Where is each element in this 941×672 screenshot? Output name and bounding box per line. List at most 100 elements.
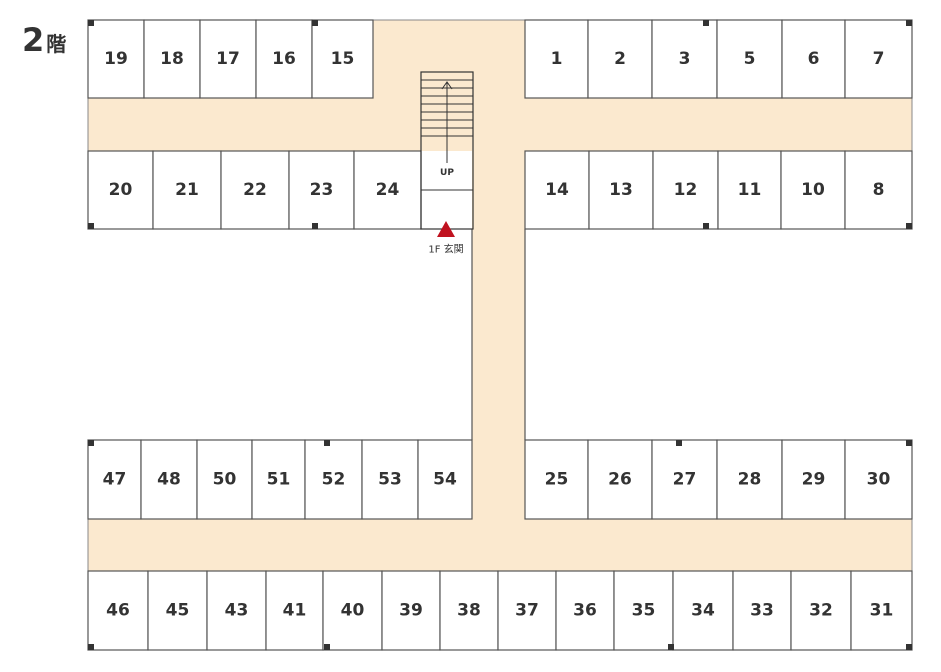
- unit-box[interactable]: [87, 570, 149, 651]
- storage-unit-6[interactable]: 6: [781, 19, 846, 99]
- storage-unit-15[interactable]: 15: [311, 19, 374, 99]
- unit-box[interactable]: [588, 150, 654, 230]
- unit-box[interactable]: [651, 19, 718, 99]
- unit-number: 46: [106, 601, 130, 621]
- storage-unit-19[interactable]: 19: [87, 19, 145, 99]
- storage-unit-24[interactable]: 24: [353, 150, 422, 230]
- unit-box[interactable]: [717, 150, 782, 230]
- storage-unit-31[interactable]: 31: [850, 570, 913, 651]
- storage-unit-29[interactable]: 29: [781, 439, 846, 520]
- storage-unit-5[interactable]: 5: [716, 19, 783, 99]
- unit-box[interactable]: [524, 150, 590, 230]
- unit-box[interactable]: [265, 570, 324, 651]
- unit-box[interactable]: [417, 439, 473, 520]
- storage-unit-41[interactable]: 41: [265, 570, 324, 651]
- storage-unit-10[interactable]: 10: [780, 150, 846, 230]
- unit-box[interactable]: [353, 150, 422, 230]
- unit-box[interactable]: [716, 439, 783, 520]
- storage-unit-48[interactable]: 48: [140, 439, 198, 520]
- storage-unit-43[interactable]: 43: [206, 570, 267, 651]
- unit-box[interactable]: [87, 19, 145, 99]
- storage-unit-51[interactable]: 51: [251, 439, 306, 520]
- unit-box[interactable]: [439, 570, 499, 651]
- storage-unit-25[interactable]: 25: [524, 439, 589, 520]
- storage-unit-1[interactable]: 1: [524, 19, 589, 99]
- storage-unit-36[interactable]: 36: [555, 570, 615, 651]
- storage-unit-22[interactable]: 22: [220, 150, 290, 230]
- unit-box[interactable]: [304, 439, 363, 520]
- unit-box[interactable]: [152, 150, 222, 230]
- unit-box[interactable]: [613, 570, 674, 651]
- storage-unit-32[interactable]: 32: [790, 570, 852, 651]
- storage-unit-16[interactable]: 16: [255, 19, 313, 99]
- unit-box[interactable]: [844, 19, 913, 99]
- unit-box[interactable]: [524, 439, 589, 520]
- storage-unit-45[interactable]: 45: [147, 570, 208, 651]
- storage-unit-17[interactable]: 17: [199, 19, 257, 99]
- storage-unit-39[interactable]: 39: [381, 570, 441, 651]
- unit-box[interactable]: [255, 19, 313, 99]
- storage-unit-27[interactable]: 27: [651, 439, 718, 520]
- unit-box[interactable]: [524, 19, 589, 99]
- unit-box[interactable]: [587, 19, 653, 99]
- unit-box[interactable]: [251, 439, 306, 520]
- entrance-marker-icon: [437, 221, 455, 237]
- unit-box[interactable]: [196, 439, 253, 520]
- unit-number: 20: [109, 180, 133, 200]
- storage-unit-50[interactable]: 50: [196, 439, 253, 520]
- storage-unit-53[interactable]: 53: [361, 439, 419, 520]
- storage-unit-13[interactable]: 13: [588, 150, 654, 230]
- unit-box[interactable]: [844, 150, 913, 230]
- storage-unit-28[interactable]: 28: [716, 439, 783, 520]
- storage-unit-46[interactable]: 46: [87, 570, 149, 651]
- unit-box[interactable]: [140, 439, 198, 520]
- storage-unit-7[interactable]: 7: [844, 19, 913, 99]
- storage-unit-12[interactable]: 12: [652, 150, 719, 230]
- storage-unit-20[interactable]: 20: [87, 150, 154, 230]
- unit-box[interactable]: [220, 150, 290, 230]
- storage-unit-11[interactable]: 11: [717, 150, 782, 230]
- unit-box[interactable]: [143, 19, 201, 99]
- storage-unit-38[interactable]: 38: [439, 570, 499, 651]
- storage-unit-52[interactable]: 52: [304, 439, 363, 520]
- unit-box[interactable]: [850, 570, 913, 651]
- unit-number: 41: [283, 601, 307, 621]
- storage-unit-8[interactable]: 8: [844, 150, 913, 230]
- storage-unit-54[interactable]: 54: [417, 439, 473, 520]
- storage-unit-47[interactable]: 47: [87, 439, 142, 520]
- storage-unit-40[interactable]: 40: [322, 570, 383, 651]
- storage-unit-37[interactable]: 37: [497, 570, 557, 651]
- unit-box[interactable]: [781, 439, 846, 520]
- unit-box[interactable]: [716, 19, 783, 99]
- unit-box[interactable]: [652, 150, 719, 230]
- unit-box[interactable]: [555, 570, 615, 651]
- unit-number: 28: [738, 470, 762, 490]
- corridor: [88, 519, 912, 571]
- storage-unit-2[interactable]: 2: [587, 19, 653, 99]
- storage-unit-14[interactable]: 14: [524, 150, 590, 230]
- unit-box[interactable]: [587, 439, 653, 520]
- storage-unit-21[interactable]: 21: [152, 150, 222, 230]
- unit-number: 27: [673, 470, 697, 490]
- unit-number: 13: [609, 180, 633, 200]
- storage-unit-18[interactable]: 18: [143, 19, 201, 99]
- storage-unit-34[interactable]: 34: [672, 570, 734, 651]
- unit-box[interactable]: [732, 570, 792, 651]
- storage-unit-26[interactable]: 26: [587, 439, 653, 520]
- storage-unit-3[interactable]: 3: [651, 19, 718, 99]
- storage-unit-33[interactable]: 33: [732, 570, 792, 651]
- storage-unit-30[interactable]: 30: [844, 439, 913, 520]
- unit-box[interactable]: [672, 570, 734, 651]
- unit-box[interactable]: [288, 150, 355, 230]
- unit-box[interactable]: [361, 439, 419, 520]
- unit-number: 32: [809, 601, 833, 621]
- unit-box[interactable]: [790, 570, 852, 651]
- unit-box[interactable]: [206, 570, 267, 651]
- unit-box[interactable]: [311, 19, 374, 99]
- unit-box[interactable]: [844, 439, 913, 520]
- storage-unit-35[interactable]: 35: [613, 570, 674, 651]
- storage-unit-23[interactable]: 23: [288, 150, 355, 230]
- unit-box[interactable]: [381, 570, 441, 651]
- unit-box[interactable]: [87, 150, 154, 230]
- corner-marker: [312, 20, 318, 26]
